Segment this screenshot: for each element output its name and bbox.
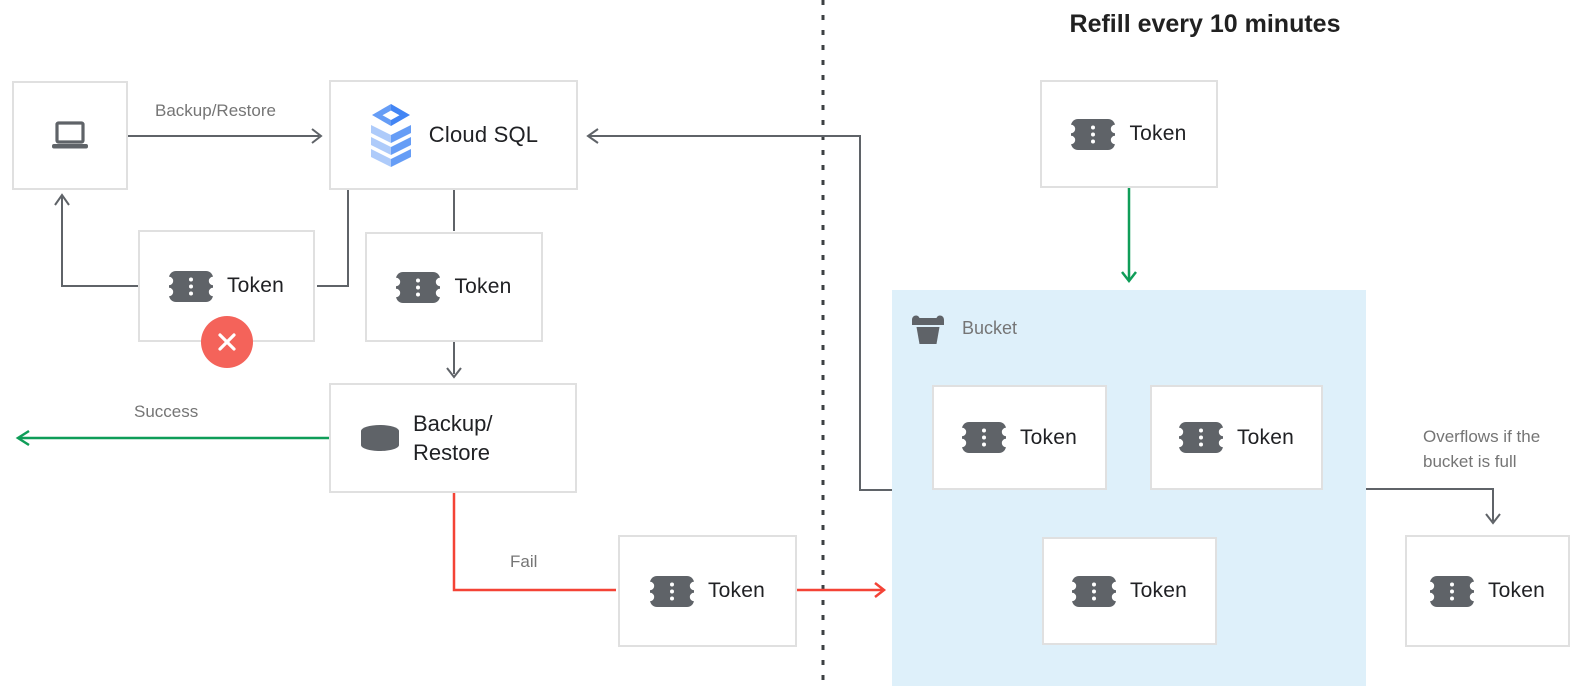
- token-label: Token: [1129, 122, 1187, 145]
- bucket-token-node: Token: [1150, 385, 1323, 490]
- backup-restore-node: Backup/ Restore: [329, 383, 577, 493]
- backup-restore-edge-label: Backup/Restore: [155, 101, 276, 120]
- refill-arrowhead: [1121, 271, 1137, 284]
- error-x-icon: [201, 316, 253, 368]
- token-label: Token: [1129, 579, 1188, 602]
- token-icon: [650, 576, 694, 607]
- refill-token-node: Token: [1040, 80, 1218, 188]
- bucket-to-cloudsql-line: [589, 135, 892, 491]
- fail-line: [452, 493, 616, 592]
- bucket-token-node: Token: [932, 385, 1107, 490]
- token-label: Token: [1487, 579, 1546, 602]
- green-connectors: [15, 188, 1137, 447]
- arrowhead-down: [446, 367, 462, 379]
- gray-connectors: [54, 128, 1501, 525]
- token-label: Token: [1019, 425, 1078, 449]
- token-label: Token: [454, 275, 512, 298]
- token-icon: [1071, 119, 1115, 150]
- bucket-label: Bucket: [962, 317, 1018, 338]
- token-icon: [1179, 422, 1223, 453]
- arrowhead-up: [54, 193, 70, 206]
- overflow-token-node: Token: [1405, 535, 1570, 647]
- overflow-line: [1366, 488, 1494, 521]
- cloud-sql-icon: [369, 103, 413, 167]
- success-edge-label: Success: [134, 402, 199, 421]
- fail-arrowhead: [874, 582, 887, 598]
- client-node: [12, 81, 128, 190]
- backup-restore-label: Backup/ Restore: [413, 411, 493, 465]
- token-icon: [962, 422, 1006, 453]
- database-icon: [361, 425, 399, 451]
- token-label: Token: [707, 579, 766, 602]
- token-label: Token: [226, 274, 285, 297]
- overflow-edge-label: Overflows if the bucket is full: [1423, 427, 1541, 471]
- token-icon: [1072, 576, 1116, 607]
- token-icon: [396, 272, 440, 303]
- token-to-client-line: [61, 197, 138, 287]
- bucket-icon: [912, 315, 944, 344]
- cloudsql-to-rejected-token-line: [317, 190, 349, 287]
- token-label: Token: [1236, 425, 1295, 449]
- fail-edge-label: Fail: [510, 552, 538, 571]
- consumed-token-node: Token: [365, 232, 543, 342]
- diagram-title: Refill every 10 minutes: [1069, 10, 1341, 38]
- token-icon: [169, 271, 213, 302]
- laptop-icon: [52, 121, 88, 149]
- red-connectors: [452, 493, 887, 598]
- bucket-token-node: Token: [1042, 537, 1217, 645]
- failed-token-node: Token: [618, 535, 797, 647]
- arrowhead-left: [586, 128, 599, 144]
- arrowhead-down-overflow: [1485, 513, 1501, 525]
- arrowhead-right: [311, 128, 323, 144]
- success-arrowhead: [15, 429, 30, 447]
- bucket-caption: Bucket: [910, 312, 1017, 344]
- cloud-sql-node: Cloud SQL: [329, 80, 578, 190]
- cloud-sql-label: Cloud SQL: [428, 122, 539, 147]
- token-icon: [1430, 576, 1474, 607]
